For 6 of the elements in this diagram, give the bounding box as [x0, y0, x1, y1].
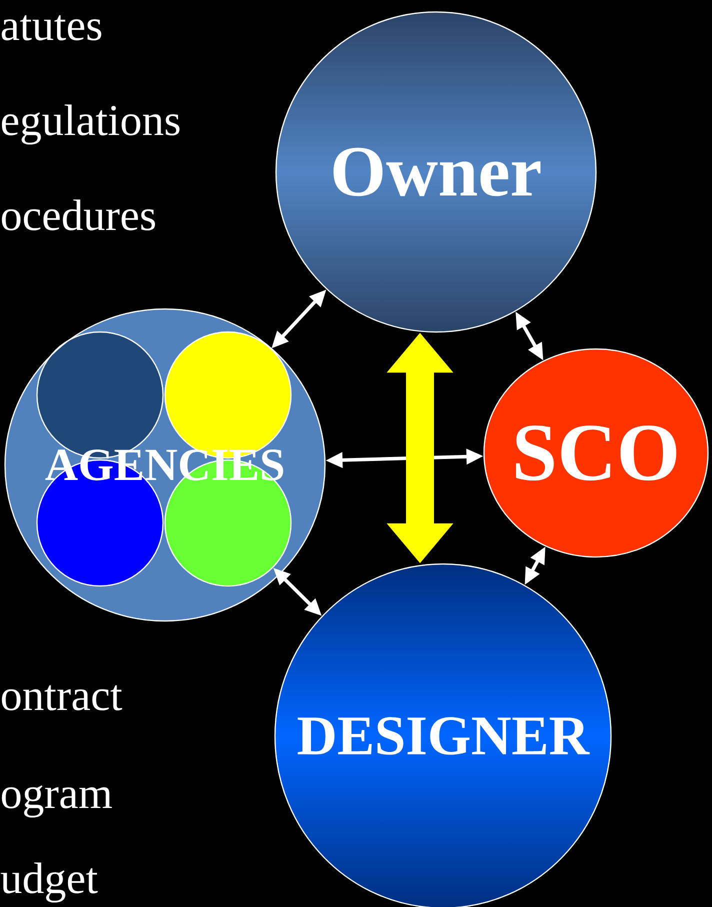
- side-label: ontract: [2, 685, 122, 710]
- side-label: udget: [0, 862, 98, 902]
- side-label: ogram: [2, 785, 112, 818]
- side-label: atutes: [2, 15, 102, 40]
- side-label: ocedures: [2, 199, 155, 230]
- side-label: egulations: [2, 104, 180, 144]
